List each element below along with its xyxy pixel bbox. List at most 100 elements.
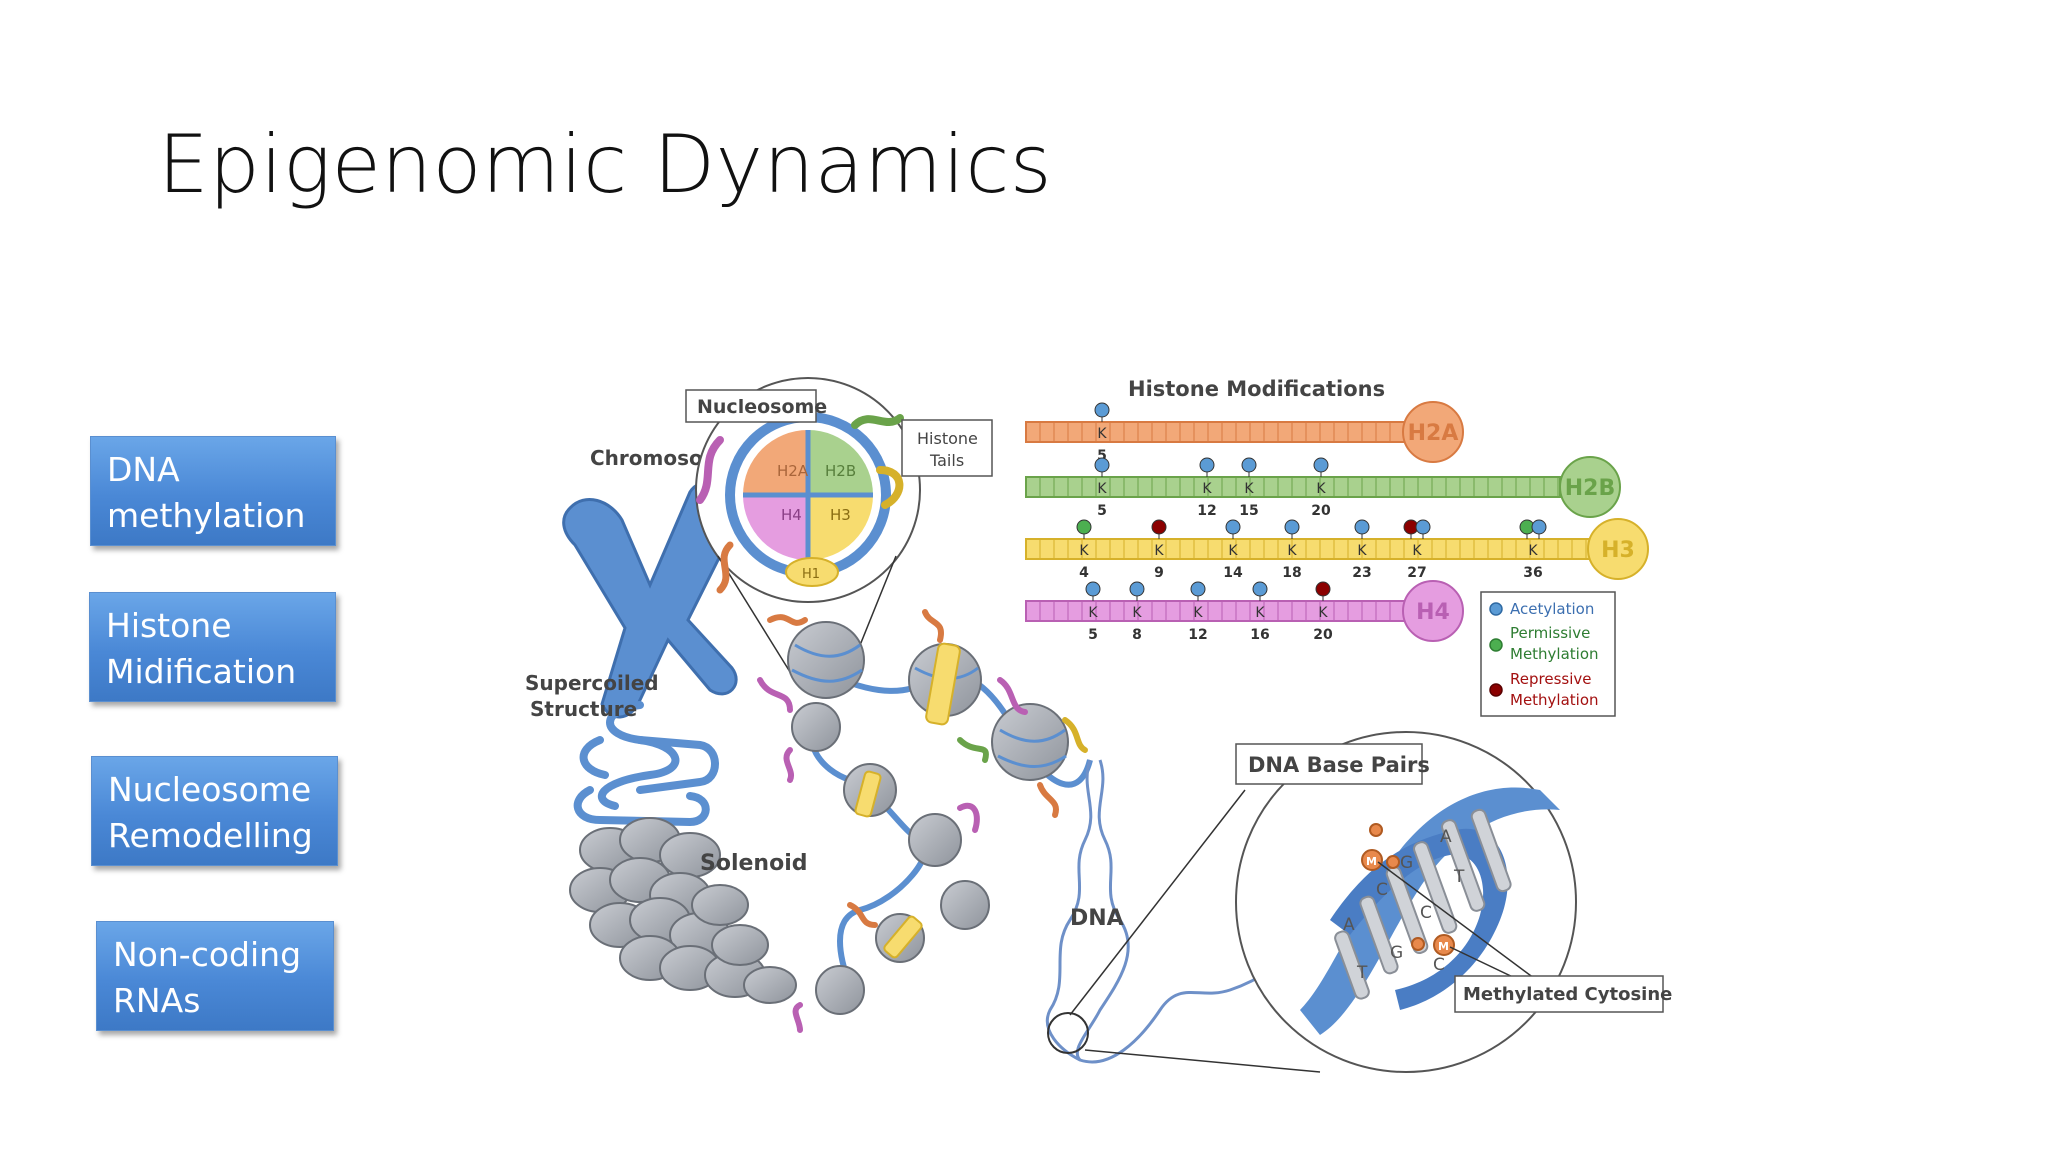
methylated-cytosine-label: Methylated Cytosine xyxy=(1463,984,1672,1005)
solenoid-label: Solenoid xyxy=(700,851,808,876)
residue-position: 14 xyxy=(1223,565,1243,581)
dna-zoom-marker xyxy=(1047,1012,1089,1054)
residue-letter: K xyxy=(1316,481,1326,497)
residue-position: 8 xyxy=(1132,627,1142,643)
sidebar-item-histone-modification[interactable]: Histone Midification xyxy=(89,592,336,702)
modification-legend: Acetylation Permissive Methylation Repre… xyxy=(1480,591,1616,717)
modification-dot xyxy=(1085,581,1101,597)
sidebar-item-label: Remodelling xyxy=(108,816,313,855)
histone-bar-h2a xyxy=(1025,421,1411,443)
residue-position: 5 xyxy=(1088,627,1098,643)
sidebar-item-label: Histone xyxy=(106,606,232,645)
residue-letter: K xyxy=(1244,481,1254,497)
histone-octamer xyxy=(696,412,904,594)
modification-dot xyxy=(1252,581,1268,597)
core-h1: H1 xyxy=(802,567,820,582)
modification-dot xyxy=(1531,519,1547,535)
residue-position: 16 xyxy=(1250,627,1269,643)
legend-repressive: Methylation xyxy=(1510,691,1599,709)
dna-base-pairs-box xyxy=(1235,743,1423,785)
dna-base-pairs-label: DNA Base Pairs xyxy=(1248,753,1430,777)
legend-acetylation: Acetylation xyxy=(1510,600,1594,618)
histone-tails-box xyxy=(901,419,993,477)
modification-dot xyxy=(1415,519,1431,535)
base-letter: C xyxy=(1433,955,1445,975)
histone-bar-h4 xyxy=(1025,600,1411,622)
residue-letter: K xyxy=(1287,543,1297,559)
residue-position: 4 xyxy=(1079,565,1089,581)
sidebar-item-non-coding-rnas[interactable]: Non-coding RNAs xyxy=(96,921,334,1031)
modification-dot xyxy=(1190,581,1206,597)
base-letter: A xyxy=(1440,827,1452,847)
modification-dot xyxy=(1094,457,1110,473)
base-letter: G xyxy=(1400,853,1413,873)
supercoiled-label: Structure xyxy=(530,697,637,721)
base-letter: T xyxy=(1453,867,1465,887)
acetylation-dot xyxy=(1489,602,1503,616)
base-letter: T xyxy=(1356,963,1368,983)
histone-cap-label: H2A xyxy=(1408,421,1459,446)
double-helix xyxy=(1300,787,1560,1035)
dna-label: DNA xyxy=(1070,906,1124,931)
residue-letter: K xyxy=(1193,605,1203,621)
core-h3: H3 xyxy=(830,506,851,524)
residue-position: 5 xyxy=(1097,503,1107,519)
residue-letter: K xyxy=(1228,543,1238,559)
modification-dot xyxy=(1225,519,1241,535)
residue-position: 12 xyxy=(1197,503,1216,519)
histone-cap-label: H2B xyxy=(1565,476,1616,501)
supercoiled-structure xyxy=(573,701,719,827)
residue-position: 36 xyxy=(1523,565,1542,581)
legend-repressive: Repressive xyxy=(1510,670,1591,688)
residue-position: 27 xyxy=(1407,565,1426,581)
residue-letter: K xyxy=(1132,605,1142,621)
histone-cap-h3 xyxy=(1587,518,1649,580)
core-h2a: H2A xyxy=(777,462,809,480)
sidebar-item-dna-methylation[interactable]: DNA methylation xyxy=(90,436,336,546)
histone-modifications-title: Histone Modifications xyxy=(1128,377,1385,401)
histone-bars: H2AK5H2BK5K12K15K20H3K4K9K14K18K23K27K36… xyxy=(1025,401,1649,643)
base-letter: C xyxy=(1420,903,1432,923)
nucleosome-label-box xyxy=(685,389,817,423)
methyl-mark: M xyxy=(1438,940,1449,953)
residue-position: 18 xyxy=(1282,565,1301,581)
residue-letter: K xyxy=(1528,543,1538,559)
residue-position: 15 xyxy=(1239,503,1258,519)
modification-dot xyxy=(1354,519,1370,535)
methyl-mark: M xyxy=(1366,855,1377,868)
base-letter: A xyxy=(1343,915,1355,935)
histone-tails-label: Histone xyxy=(917,429,978,448)
dna-strand xyxy=(1045,759,1312,1064)
histone-bar-h3 xyxy=(1025,538,1591,560)
sidebar-item-label: methylation xyxy=(107,496,306,535)
modification-dot xyxy=(1241,457,1257,473)
sidebar-item-label: Midification xyxy=(106,652,297,691)
residue-letter: K xyxy=(1412,543,1422,559)
residue-letter: K xyxy=(1255,605,1265,621)
nucleosome-label: Nucleosome xyxy=(697,396,827,418)
slide-title: Epigenomic Dynamics xyxy=(158,118,1052,211)
histone-cap-label: H4 xyxy=(1416,600,1450,625)
residue-position: 5 xyxy=(1097,448,1107,464)
sidebar-item-label: DNA xyxy=(107,450,180,489)
chromosome-shape xyxy=(562,479,739,719)
histone-cap-h2b xyxy=(1559,456,1621,518)
modification-dot xyxy=(1284,519,1300,535)
histone-cap-label: H3 xyxy=(1601,538,1635,563)
residue-letter: K xyxy=(1357,543,1367,559)
modification-dot xyxy=(1151,519,1167,535)
histone-cap-h4 xyxy=(1402,580,1464,642)
residue-position: 20 xyxy=(1311,503,1331,519)
residue-letter: K xyxy=(1079,543,1089,559)
sidebar-item-label: Nucleosome xyxy=(108,770,312,809)
modification-dot xyxy=(1313,457,1329,473)
residue-letter: K xyxy=(1202,481,1212,497)
base-letter: C xyxy=(1376,880,1388,900)
modification-dot xyxy=(1315,581,1331,597)
residue-letter: K xyxy=(1097,481,1107,497)
solenoid-cluster xyxy=(569,817,797,1004)
modification-dot xyxy=(1094,402,1110,418)
sidebar-item-nucleosome-remodelling[interactable]: Nucleosome Remodelling xyxy=(91,756,338,866)
sidebar-item-label: RNAs xyxy=(113,981,201,1020)
